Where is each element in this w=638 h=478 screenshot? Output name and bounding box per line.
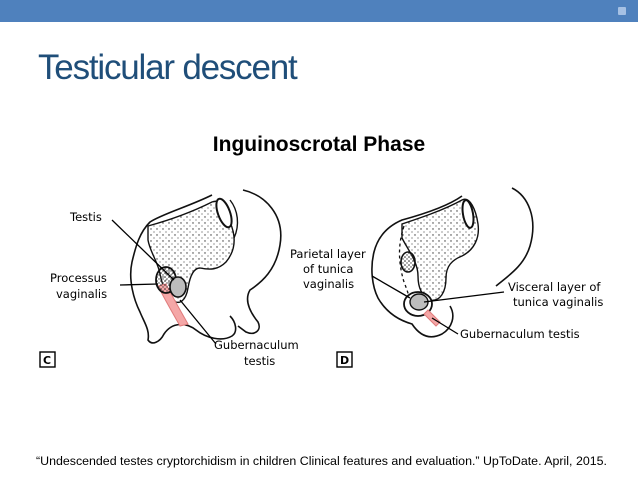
panel-d-canal-opening (461, 199, 475, 229)
panel-c: Testis Processus vaginalis Gubernaculum … (39, 189, 299, 368)
label-gubernaculum-c-2: testis (244, 354, 275, 368)
panel-c-label: C (43, 354, 51, 367)
label-gubernaculum-d: Gubernaculum testis (460, 327, 580, 341)
label-visceral-1: Visceral layer of (508, 280, 601, 294)
panel-c-lower-sac (129, 194, 237, 344)
parietal-leader (371, 275, 411, 299)
label-processus-1: Processus (50, 271, 107, 285)
gubernaculum-c-leader (179, 299, 217, 345)
panel-d: Parietal layer of tunica vaginalis Visce… (290, 187, 603, 368)
label-gubernaculum-c-1: Gubernaculum (214, 338, 299, 352)
panel-c-body-wall (237, 189, 282, 335)
top-accent-bar (0, 0, 638, 22)
panel-c-testis (169, 276, 187, 298)
panel-c-canal-line (229, 199, 239, 239)
panel-d-obliterated-processus (398, 225, 413, 307)
label-parietal-1: Parietal layer (290, 247, 366, 261)
label-testis: Testis (69, 210, 102, 224)
citation-text: “Undescended testes cryptorchidism in ch… (36, 454, 607, 468)
label-parietal-2: of tunica (303, 262, 353, 276)
visceral-leader (423, 291, 505, 303)
slide-title: Testicular descent (38, 48, 298, 87)
slide-subtitle: Inguinoscrotal Phase (212, 133, 426, 156)
panel-d-remnant (400, 251, 416, 273)
panel-c-label-box (39, 351, 56, 368)
panel-d-body-wall (495, 187, 534, 287)
label-visceral-2: tunica vaginalis (513, 295, 603, 309)
processus-leader (119, 283, 159, 286)
panel-d-stippled-tissue (401, 198, 480, 301)
panel-d-label: D (340, 354, 349, 367)
panel-c-canal-opening (215, 197, 233, 229)
label-parietal-3: vaginalis (303, 277, 354, 291)
gubernaculum-d-leader (431, 317, 459, 335)
decor-square (618, 7, 626, 15)
label-processus-2: vaginalis (56, 287, 107, 301)
testis-leader (111, 219, 175, 281)
panel-d-scrotum (371, 195, 463, 338)
panel-d-label-box (336, 351, 353, 368)
